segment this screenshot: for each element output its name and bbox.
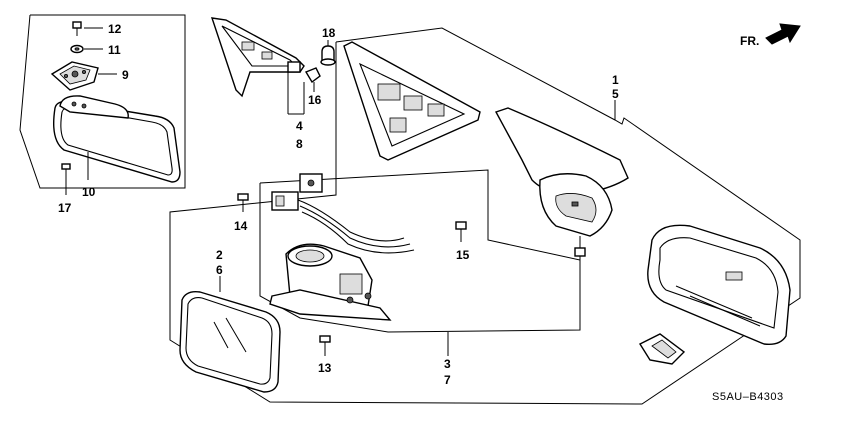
actuator-motor <box>269 243 392 321</box>
arrow-icon <box>765 23 801 45</box>
screw-part-12 <box>72 21 103 36</box>
callout-8: 8 <box>296 137 303 151</box>
callout-5: 5 <box>612 87 619 101</box>
callout-7: 7 <box>444 373 451 387</box>
mount-base-part-9 <box>50 61 117 91</box>
front-direction-indicator: FR. <box>740 23 801 48</box>
callout-13: 13 <box>318 361 332 375</box>
rear-view-mirror-group <box>19 14 186 195</box>
actuator-connectors <box>271 173 415 254</box>
screw-part-14 <box>237 193 249 212</box>
callout-3: 3 <box>444 357 451 371</box>
diagram-part-code: S5AU–B4303 <box>712 391 784 403</box>
cap-part-18 <box>320 40 336 66</box>
group-frame-rearview <box>19 14 186 189</box>
callout-9: 9 <box>122 68 129 82</box>
mirror-base-cover <box>343 41 481 161</box>
cap-clip <box>638 333 686 365</box>
nut-part-11 <box>70 44 103 54</box>
mirror-housing-mount <box>494 107 629 248</box>
callout-18: 18 <box>322 26 336 40</box>
callout-6: 6 <box>216 263 223 277</box>
mirror-glass-part-2 <box>179 276 281 393</box>
callout-12: 12 <box>108 22 122 36</box>
front-label: FR. <box>740 34 759 48</box>
callout-16: 16 <box>308 93 322 107</box>
callout-14: 14 <box>234 219 248 233</box>
screw-part-15 <box>455 221 467 242</box>
rearview-mirror-part-10 <box>52 95 181 183</box>
callout-17: 17 <box>58 201 72 215</box>
callout-11: 11 <box>108 43 121 57</box>
clip-part-16 <box>304 67 321 92</box>
screw-part-13 <box>319 335 331 356</box>
screw-part-17 <box>61 163 71 195</box>
callout-4: 4 <box>296 119 303 133</box>
inner-garnish-part-4 <box>210 17 305 115</box>
callout-10: 10 <box>82 185 96 199</box>
skull-cap <box>647 224 791 346</box>
callout-1: 1 <box>612 73 619 87</box>
callout-15: 15 <box>456 248 470 262</box>
callout-2: 2 <box>216 248 223 262</box>
